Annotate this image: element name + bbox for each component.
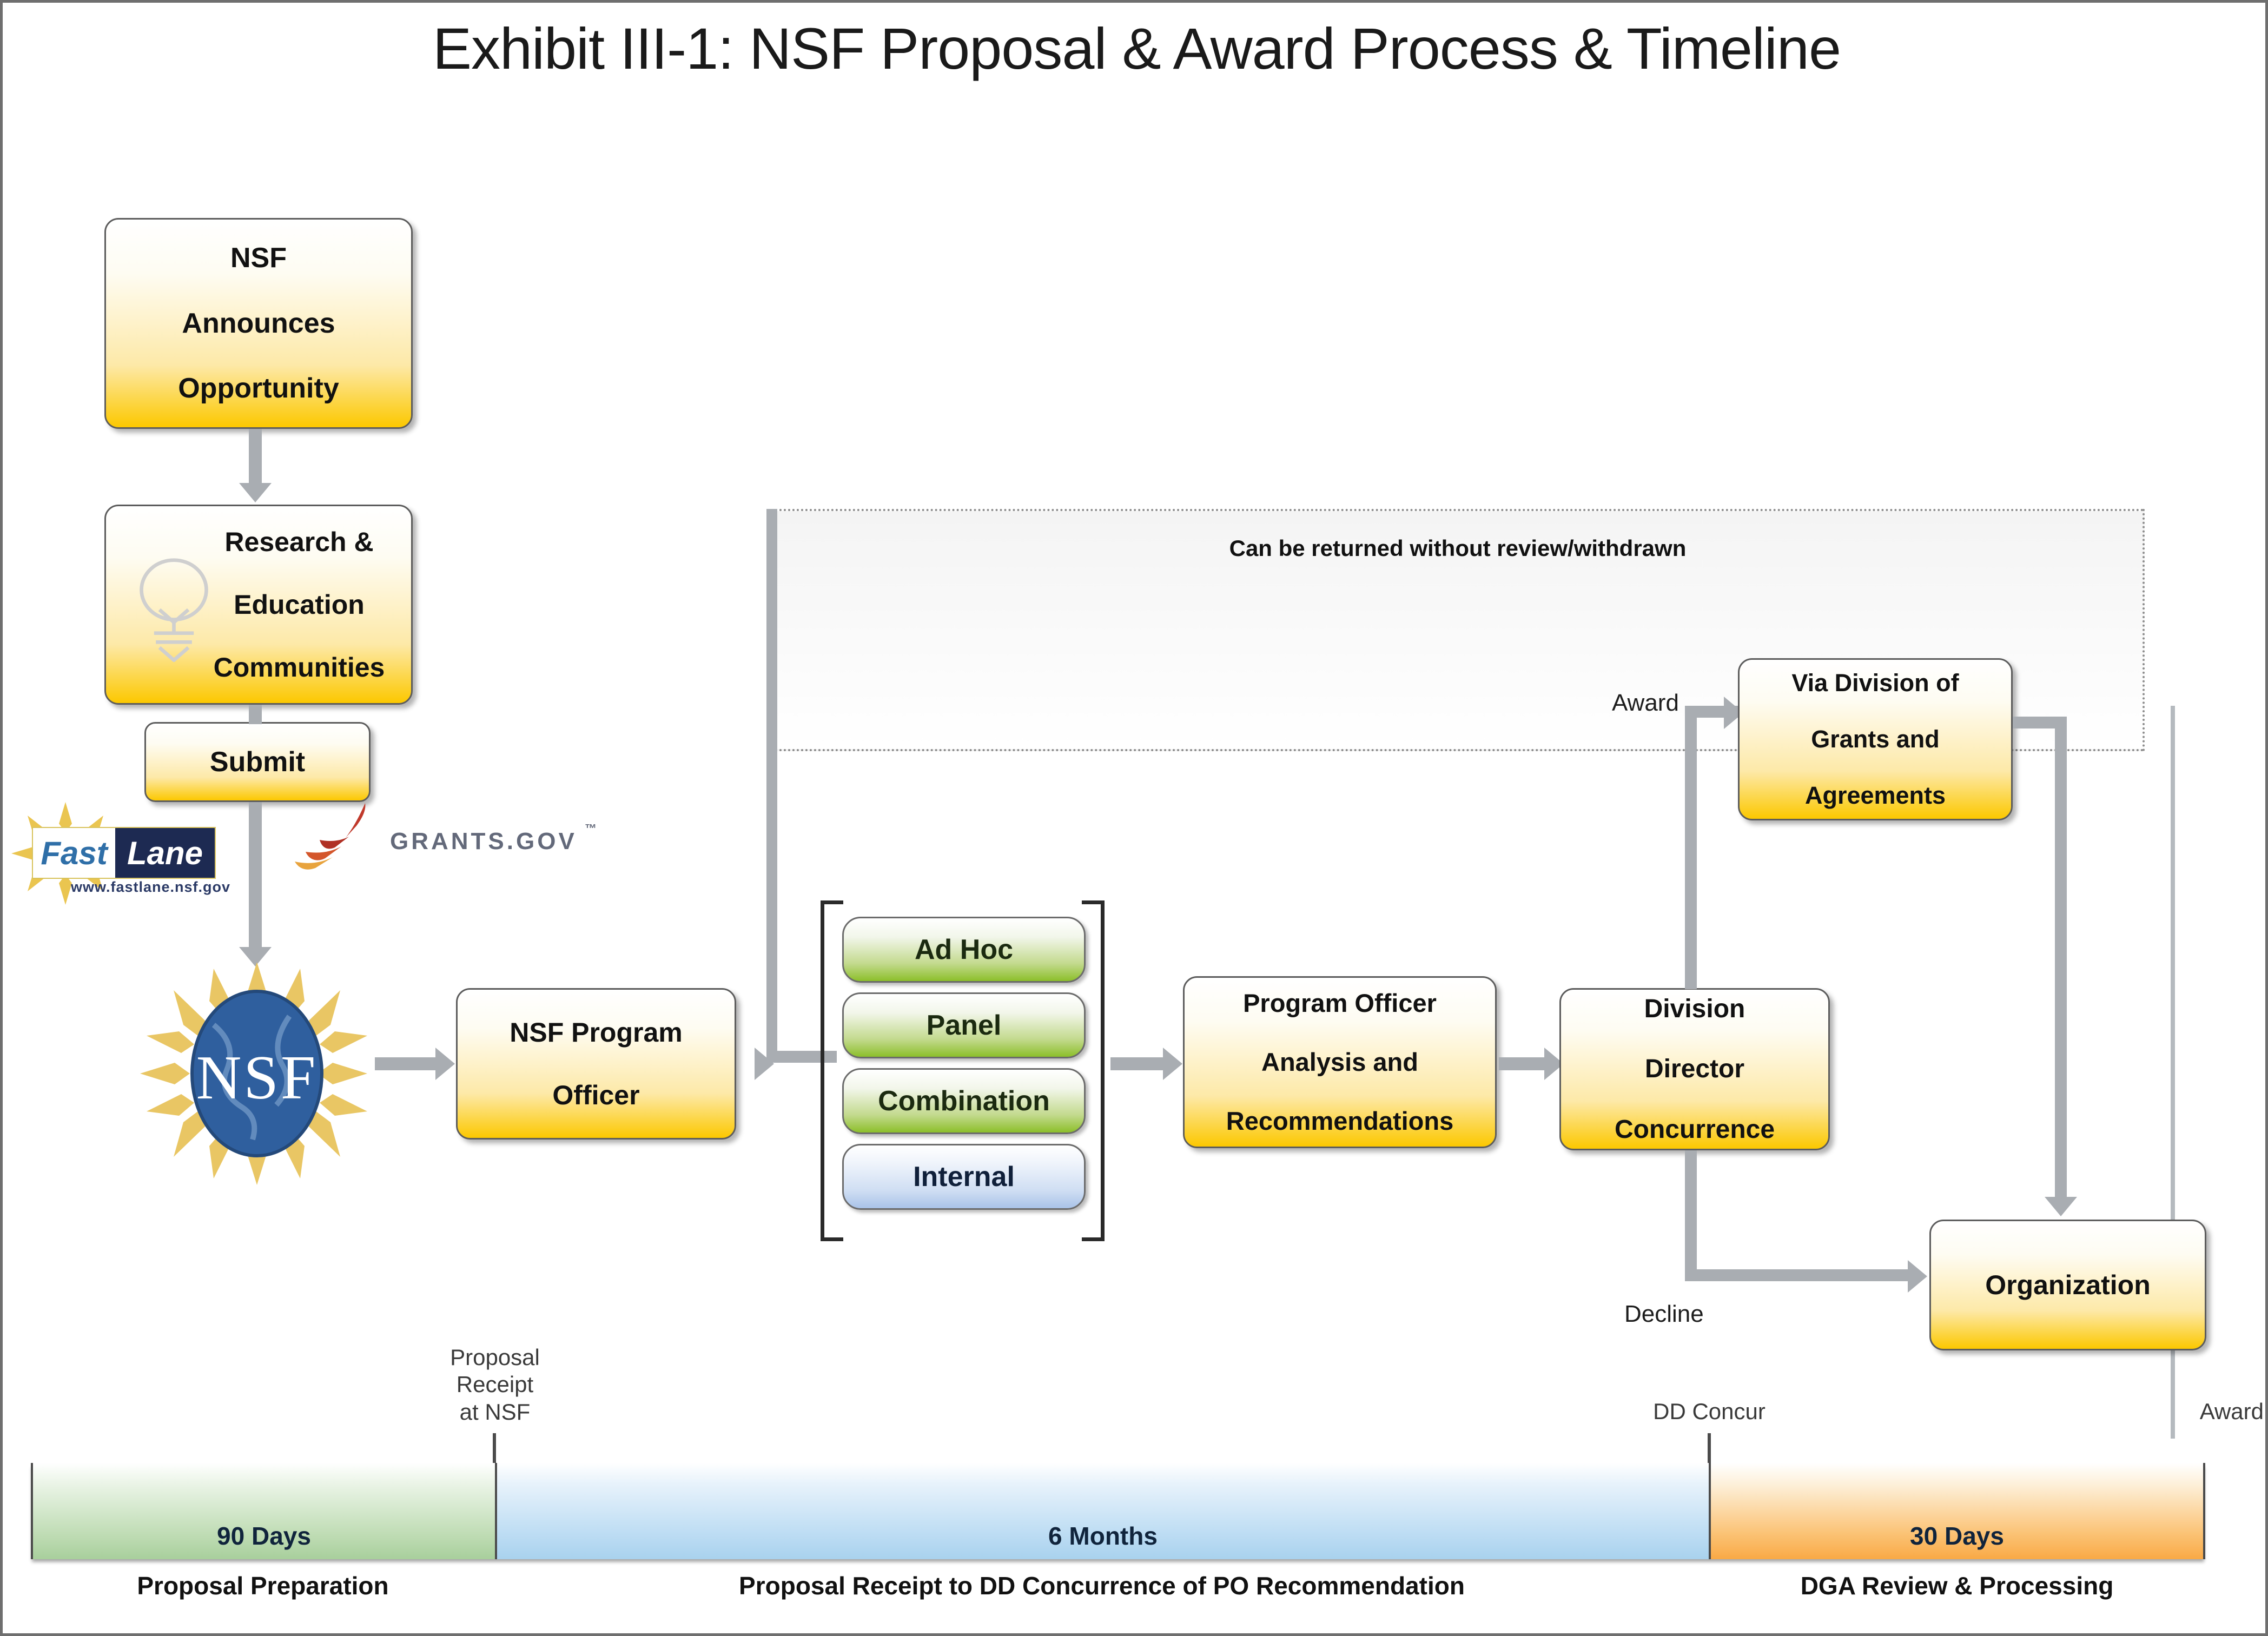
svg-text:NSF: NSF [196,1043,318,1112]
timeline-tick-line-dd-concur [1708,1433,1711,1466]
review-option-ad-hoc[interactable]: Ad Hoc [842,917,1086,983]
edge-label-award: Award [1612,690,1679,716]
arrowhead-nsf-to-program-officer [435,1048,455,1080]
connector-communities-to-submit [249,705,262,724]
fastlane-lane-text: Lane [115,828,215,878]
node-research-education-communities[interactable]: Research & Education Communities [104,505,413,705]
timeline-segment-dga-review-duration: 30 Days [1910,1522,2004,1550]
timeline-caption-dga-review: DGA Review & Processing [1800,1572,2114,1600]
connector-review-to-po-analysis [1110,1057,1168,1070]
timeline-segment-proposal-receipt-to-dd-duration: 6 Months [1048,1522,1158,1550]
node-via-division-grants-agreements-label: Via Division of Grants and Agreements [1791,668,1959,810]
connector-returned-panel-to-review [766,1051,837,1063]
arrowhead-review-to-po-analysis [1163,1048,1182,1080]
timeline-segment-proposal-receipt-to-dd[interactable]: 6 Months [495,1463,1709,1559]
grantsgov-logo: GRANTS.GOV ™ [284,798,609,895]
node-organization-label: Organization [1985,1270,2151,1300]
fastlane-fast-text: Fast [33,828,115,878]
timeline-segment-proposal-preparation-duration: 90 Days [217,1522,311,1550]
connector-po-analysis-to-dd [1499,1057,1552,1070]
connector-award-timeline-marker [2171,706,2175,1439]
timeline-caption-proposal-preparation: Proposal Preparation [137,1572,389,1600]
timeline-tick-line-proposal-receipt [493,1433,496,1466]
node-nsf-announces-opportunity[interactable]: NSF Announces Opportunity [104,218,413,429]
connector-dd-award-vertical [1685,706,1697,989]
node-via-division-grants-agreements[interactable]: Via Division of Grants and Agreements [1738,658,2013,820]
connector-returned-panel-leg [766,509,777,1055]
node-nsf-program-officer[interactable]: NSF Program Officer [456,988,736,1140]
timeline-segment-proposal-preparation[interactable]: 90 Days [31,1463,495,1559]
node-nsf-program-officer-label: NSF Program Officer [510,1017,683,1110]
node-po-analysis-recommendations[interactable]: Program Officer Analysis and Recommendat… [1183,976,1497,1148]
timeline-segment-dga-review[interactable]: 30 Days [1709,1463,2205,1559]
review-option-internal[interactable]: Internal [842,1144,1086,1210]
nsf-seal-logo: NSF [138,960,376,1187]
connector-dga-out-vertical [2055,717,2067,1209]
review-bracket-left [821,900,843,1241]
node-submit[interactable]: Submit [144,722,371,802]
connector-dd-decline-horizontal [1685,1269,1917,1281]
returned-without-review-note: Can be returned without review/withdrawn [1229,535,1687,561]
fastlane-url: www.fastlane.nsf.gov [71,879,231,895]
node-nsf-announces-opportunity-label: NSF Announces Opportunity [178,242,339,405]
review-bracket-right [1082,900,1105,1241]
connector-nsf-to-program-officer [375,1057,439,1070]
node-division-director-concurrence[interactable]: Division Director Concurrence [1559,988,1830,1150]
grantsgov-wordmark: GRANTS.GOV [390,828,577,855]
review-option-ad-hoc-label: Ad Hoc [915,934,1013,965]
node-organization[interactable]: Organization [1929,1220,2206,1350]
arrowhead-dd-decline-to-organization [1908,1260,1927,1293]
connector-dga-out-horizontal [2013,717,2067,728]
review-option-internal-label: Internal [913,1161,1015,1193]
timeline-bar: 90 Days 6 Months 30 Days [31,1463,2205,1559]
arrowhead-to-review-bracket [755,1048,774,1080]
lightbulb-icon [121,554,227,663]
timeline-tick-dd-concur: DD Concur [1653,1399,1766,1424]
grantsgov-swoosh-icon [295,803,366,870]
connector-submit-to-nsf [249,802,262,952]
review-option-combination[interactable]: Combination [842,1068,1086,1134]
connector-announce-to-communities [249,429,262,488]
node-po-analysis-recommendations-label: Program Officer Analysis and Recommendat… [1226,988,1454,1135]
arrowhead-dga-to-organization [2045,1197,2077,1216]
edge-label-decline: Decline [1624,1301,1704,1327]
timeline-tick-award: Award [2199,1399,2264,1424]
connector-dd-decline-vertical [1685,1150,1697,1281]
node-research-education-communities-label: Research & Education Communities [213,527,385,683]
review-option-panel[interactable]: Panel [842,992,1086,1058]
node-submit-label: Submit [209,746,306,778]
grantsgov-trademark-icon: ™ [585,822,597,835]
arrowhead-submit-to-nsf [239,947,272,966]
timeline-tick-proposal-receipt: Proposal Receipt at NSF [450,1344,540,1425]
fastlane-logo: Fast Lane www.fastlane.nsf.gov [11,802,231,908]
review-option-panel-label: Panel [926,1010,1002,1041]
node-division-director-concurrence-label: Division Director Concurrence [1614,994,1775,1144]
timeline-caption-proposal-receipt-to-dd: Proposal Receipt to DD Concurrence of PO… [739,1572,1465,1600]
arrowhead-announce-to-communities [239,483,272,502]
page-title: Exhibit III-1: NSF Proposal & Award Proc… [432,16,1841,81]
review-option-combination-label: Combination [878,1085,1050,1117]
fastlane-wordmark: Fast Lane [32,827,216,879]
